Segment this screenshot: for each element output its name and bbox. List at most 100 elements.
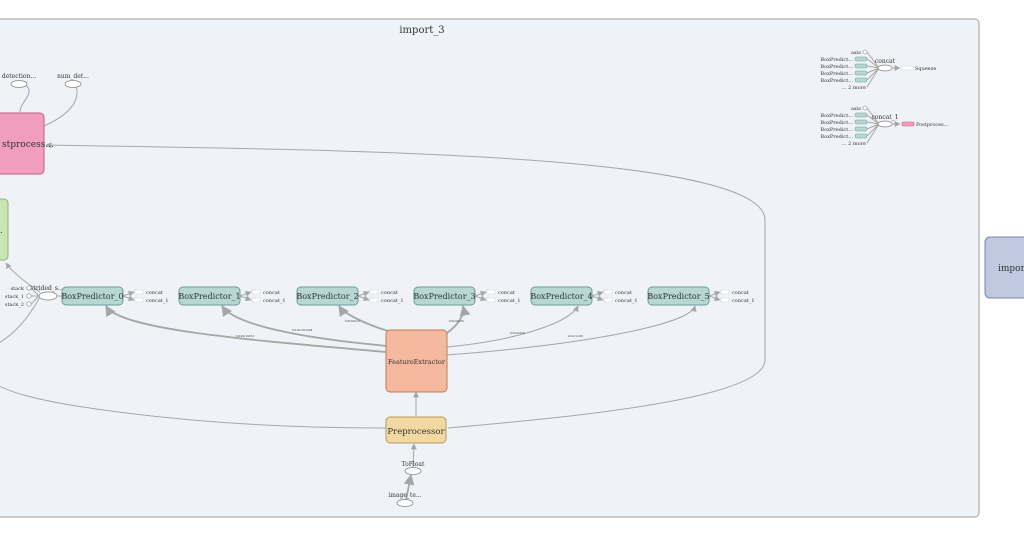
concat_1-input-0-label: BoxPredict... bbox=[820, 113, 853, 119]
edge-bp2-out1 bbox=[357, 291, 370, 297]
concat-output-node bbox=[901, 65, 915, 71]
detection-output-node[interactable] bbox=[10, 80, 28, 88]
concat_1-edge-axis bbox=[866, 107, 880, 125]
concat_1-edge-input-2 bbox=[866, 123, 880, 130]
concat_1-input-2-label: BoxPredict... bbox=[820, 127, 853, 133]
edge-bp0-out1 bbox=[122, 291, 135, 297]
concat-input-2-node bbox=[854, 70, 868, 76]
concat-more-label: ... 2 more bbox=[842, 85, 866, 91]
postprocessor-node[interactable] bbox=[0, 112, 45, 175]
box-predictor-0-out2-icon bbox=[134, 297, 144, 303]
edge-bp0-out2 bbox=[122, 295, 135, 301]
concat_1-edge-more bbox=[866, 123, 880, 144]
box-predictor-5-label: BoxPredictor_5 bbox=[647, 292, 709, 301]
concat_1-input-3-label: BoxPredict... bbox=[820, 134, 853, 140]
num-det-output-node[interactable] bbox=[64, 80, 82, 88]
box-predictor-2-label: BoxPredictor_2 bbox=[296, 292, 358, 301]
box-predictor-3-out2-label: concat_1 bbox=[498, 298, 521, 304]
concat-edge-input-3 bbox=[866, 67, 880, 81]
concat-input-0-node bbox=[854, 56, 868, 62]
edge-feature-to-bp1 bbox=[221, 305, 389, 347]
stack-0-label: stack bbox=[11, 286, 25, 292]
box-predictor-3-out2-icon bbox=[486, 297, 496, 303]
import-side-node-label: import_ bbox=[998, 264, 1024, 274]
box-predictor-0-out1-label: concat bbox=[146, 290, 163, 296]
edge-bp3-out2 bbox=[474, 295, 487, 301]
box-predictor-4-out2-icon bbox=[603, 297, 613, 303]
box-predictor-2-out1-icon bbox=[369, 289, 379, 295]
concat_1-axis-node bbox=[862, 105, 868, 111]
concat_1-input-1-node bbox=[854, 119, 868, 125]
edge-feature-to-bp0 bbox=[105, 305, 387, 353]
concat-edge-input-2 bbox=[866, 67, 880, 74]
edge-strided-to-green bbox=[5, 262, 41, 293]
box-predictor-1-label: BoxPredictor_1 bbox=[178, 292, 240, 301]
concat_1-edge-input-1 bbox=[866, 121, 880, 125]
stack-2-node[interactable] bbox=[26, 301, 32, 307]
concat-node bbox=[877, 64, 893, 72]
group-title: import_3 bbox=[399, 25, 444, 36]
preprocessor-label: Preprocessor bbox=[387, 427, 445, 437]
strided-slice-node[interactable] bbox=[38, 291, 58, 301]
concat-input-1-node bbox=[854, 63, 868, 69]
edge-feature-to-bp5 bbox=[446, 305, 697, 356]
edge-bp4-out2 bbox=[591, 295, 604, 301]
edge-bp3-out1 bbox=[474, 291, 487, 297]
box-predictor-3-node[interactable] bbox=[413, 286, 476, 306]
concat_1-node bbox=[877, 120, 893, 128]
box-predictor-5-out2-label: concat_1 bbox=[732, 298, 755, 304]
concat_1-output-node bbox=[901, 121, 915, 127]
green-node-label: . bbox=[0, 226, 3, 236]
tofloat-node[interactable] bbox=[404, 467, 422, 475]
concat-input-2-label: BoxPredict... bbox=[820, 71, 853, 77]
detection-output-label: detection... bbox=[2, 73, 36, 80]
concat-output-label: Squeeze bbox=[915, 66, 936, 72]
box-predictor-4-out2-label: concat_1 bbox=[615, 298, 638, 304]
box-predictor-5-out1-label: concat bbox=[732, 290, 749, 296]
concat-input-0-label: BoxPredict... bbox=[820, 57, 853, 63]
concat_1-edge-input-0 bbox=[866, 114, 880, 125]
edge-stack-0 bbox=[30, 287, 40, 297]
edge-shape-label-4: 1x2x2x256 bbox=[509, 331, 525, 335]
box-predictor-0-node[interactable] bbox=[61, 286, 124, 306]
box-predictor-3-out1-label: concat bbox=[498, 290, 515, 296]
concat-input-3-label: BoxPredict... bbox=[820, 78, 853, 84]
import-3-group[interactable] bbox=[0, 18, 980, 518]
edge-bp2-out2 bbox=[357, 295, 370, 301]
image-tensor-node[interactable] bbox=[396, 499, 414, 507]
aux-concat-panel[interactable]: axisBoxPredict...BoxPredict...BoxPredict… bbox=[820, 49, 936, 91]
feature-extractor-node[interactable] bbox=[385, 329, 448, 393]
box-predictor-1-out1-label: concat bbox=[263, 290, 280, 296]
image-tensor-label: image_te... bbox=[388, 492, 421, 499]
concat-axis-label: axis bbox=[851, 50, 861, 56]
box-predictor-5-node[interactable] bbox=[647, 286, 710, 306]
edge-bp4-out1 bbox=[591, 291, 604, 297]
aux-concat-1-panel[interactable]: axisBoxPredict...BoxPredict...BoxPredict… bbox=[820, 105, 949, 147]
preprocessor-node[interactable] bbox=[385, 416, 447, 444]
box-predictor-4-label: BoxPredictor_4 bbox=[530, 292, 592, 301]
box-predictor-0-label: BoxPredictor_0 bbox=[61, 292, 123, 301]
green-node[interactable] bbox=[0, 198, 9, 261]
edge-bp5-out2 bbox=[708, 295, 721, 301]
box-predictor-2-node[interactable] bbox=[296, 286, 359, 306]
import-side-node[interactable] bbox=[984, 236, 1024, 299]
concat-edge-input-0 bbox=[866, 58, 880, 69]
concat_1-output-label: Postproces... bbox=[916, 122, 949, 128]
box-predictor-0-out2-label: concat_1 bbox=[146, 298, 169, 304]
edge-bp1-out2 bbox=[239, 295, 252, 301]
edge-preprocessor-to-left bbox=[0, 385, 387, 429]
box-predictor-4-out1-label: concat bbox=[615, 290, 632, 296]
stack-0-node[interactable] bbox=[26, 285, 32, 291]
box-predictor-output-edges: concat concat_1 concat concat_1 concat concat… bbox=[122, 289, 755, 304]
concat_1-input-1-label: BoxPredict... bbox=[820, 120, 853, 126]
edge-bp1-out1 bbox=[239, 291, 252, 297]
stack-1-label: stack_1 bbox=[5, 294, 24, 300]
edge-shape-label-0: 1x19x19x512 bbox=[236, 334, 255, 338]
stack-1-node[interactable] bbox=[26, 293, 32, 299]
box-predictor-1-node[interactable] bbox=[178, 286, 241, 306]
edge-tofloat-to-preprocessor bbox=[410, 443, 417, 468]
box-predictor-4-node[interactable] bbox=[530, 286, 593, 306]
